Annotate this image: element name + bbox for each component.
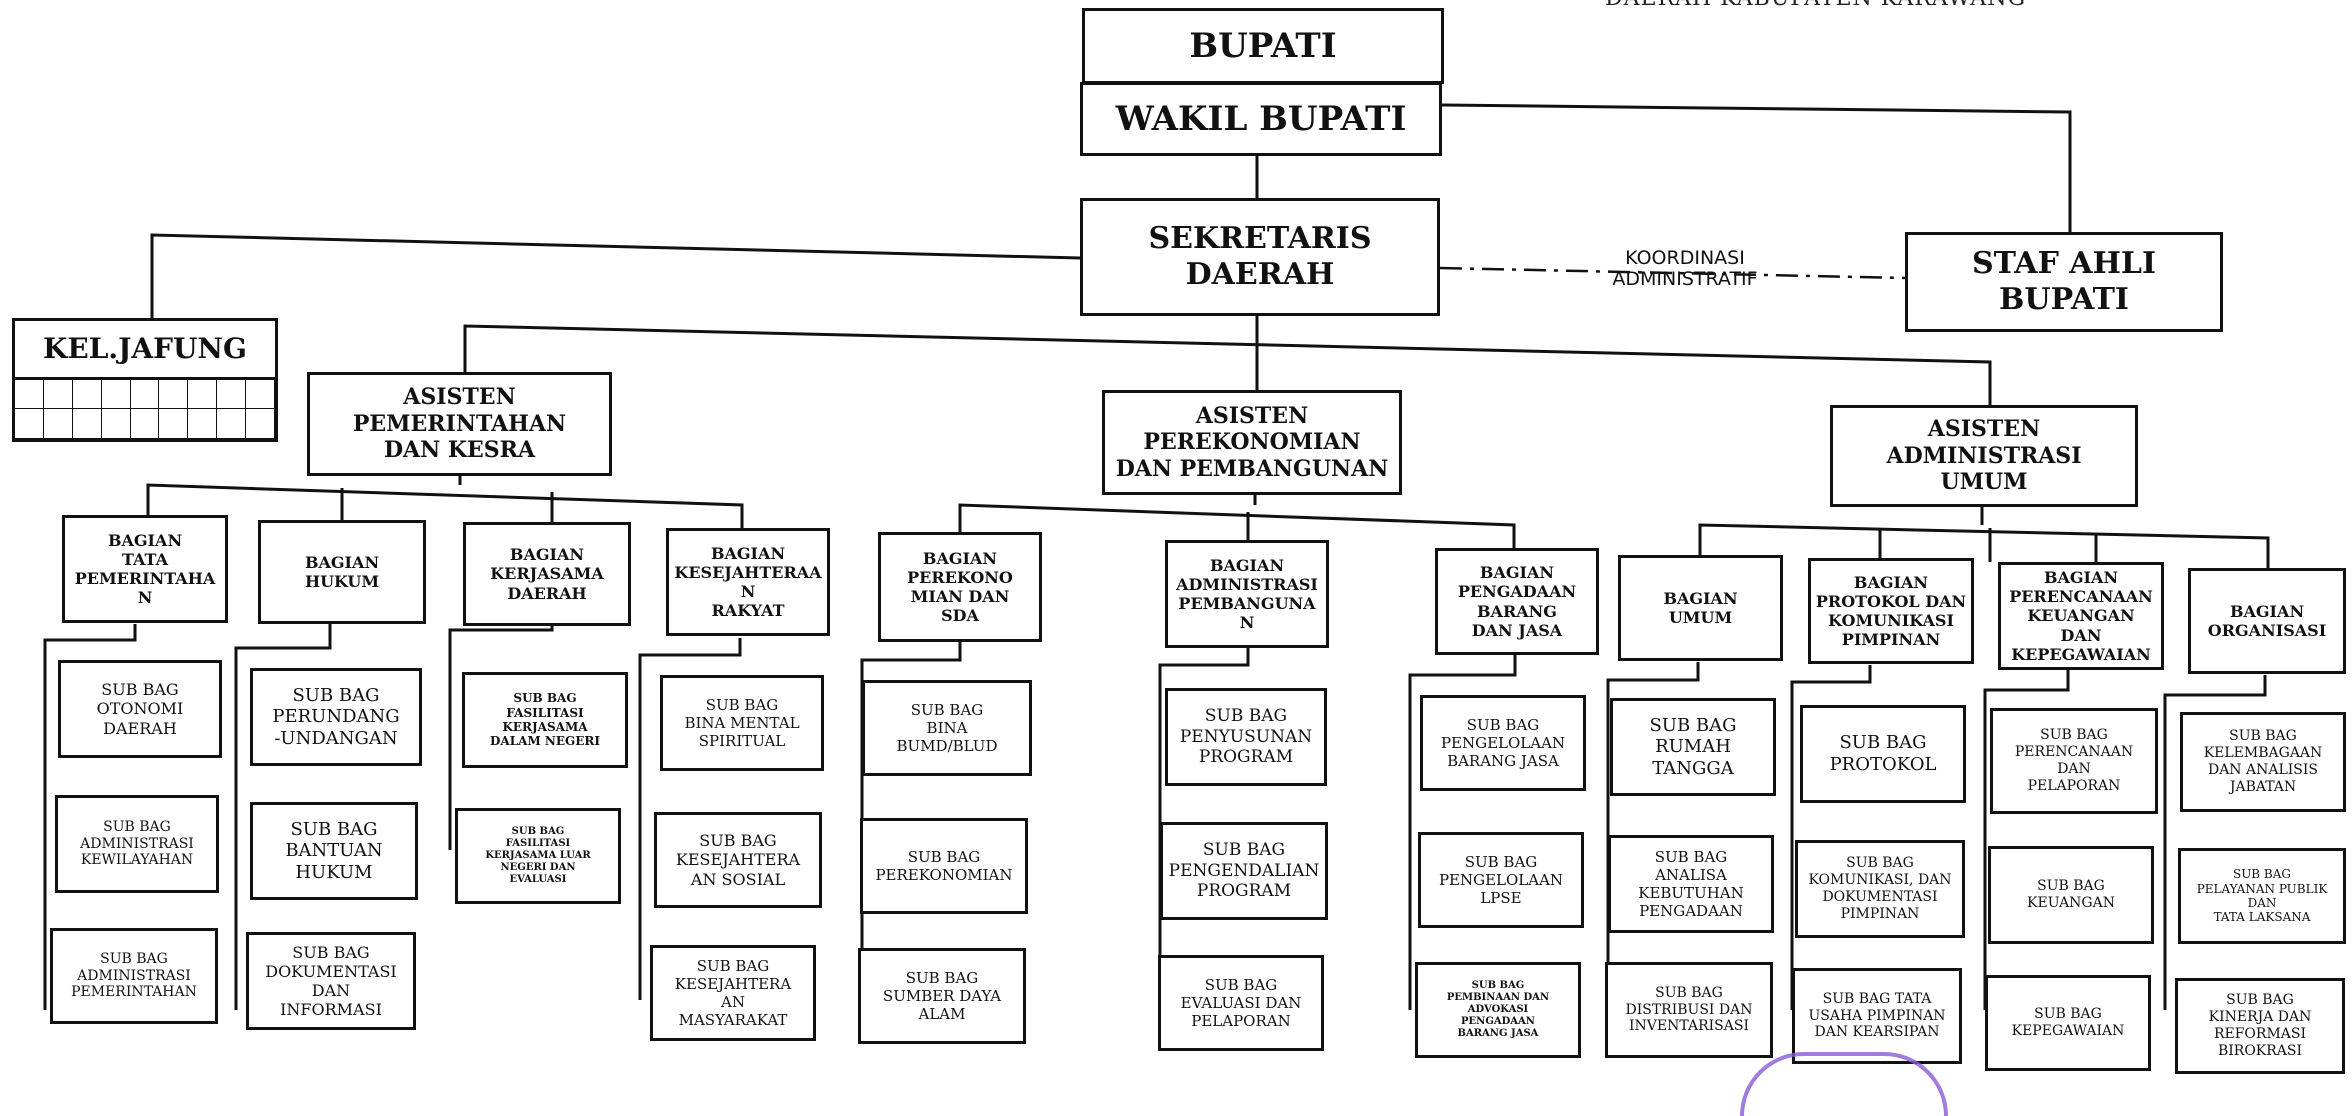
subbag-evaluasi-box: SUB BAG EVALUASI DAN PELAPORAN (1158, 955, 1324, 1051)
subbag-bina-mental-box: SUB BAG BINA MENTAL SPIRITUAL (660, 675, 824, 771)
subbag-tata-usaha-box: SUB BAG TATA USAHA PIMPINAN DAN KEARSIPA… (1792, 968, 1962, 1064)
koordinasi-label: KOORDINASI ADMINISTRATIF (1612, 247, 1758, 290)
asisten-pemerintahan-box: ASISTEN PEMERINTAHAN DAN KESRA (307, 372, 612, 476)
subbag-sumber-daya-alam-box: SUB BAG SUMBER DAYA ALAM (858, 948, 1026, 1044)
wakil-bupati-box: WAKIL BUPATI (1080, 82, 1442, 156)
jafung-grid (12, 378, 278, 442)
subbag-administrasi-pemerintahan-box: SUB BAG ADMINISTRASI PEMERINTAHAN (50, 928, 218, 1024)
subbag-otonomi-daerah-box: SUB BAG OTONOMI DAERAH (58, 660, 222, 758)
official-stamp (1740, 1052, 1948, 1116)
bagian-perekonomian-box: BAGIAN PEREKONO MIAN DAN SDA (878, 532, 1042, 642)
subbag-rumah-tangga-box: SUB BAG RUMAH TANGGA (1610, 698, 1776, 796)
subbag-distribusi-box: SUB BAG DISTRIBUSI DAN INVENTARISASI (1605, 962, 1773, 1058)
subbag-pembinaan-box: SUB BAG PEMBINAAN DAN ADVOKASI PENGADAAN… (1415, 962, 1581, 1058)
subbag-barang-jasa-box: SUB BAG PENGELOLAAN BARANG JASA (1420, 695, 1586, 791)
asisten-administrasi-box: ASISTEN ADMINISTRASI UMUM (1830, 405, 2138, 507)
bagian-perencanaan-box: BAGIAN PERENCANAAN KEUANGAN DAN KEPEGAWA… (1998, 562, 2164, 670)
header-fragment: DAERAH KABUPATEN KARAWANG (1605, 0, 2026, 11)
subbag-penyusunan-box: SUB BAG PENYUSUNAN PROGRAM (1165, 688, 1327, 786)
subbag-dokumentasi-box: SUB BAG DOKUMENTASI DAN INFORMASI (246, 932, 416, 1030)
subbag-kinerja-box: SUB BAG KINERJA DAN REFORMASI BIROKRASI (2175, 978, 2345, 1074)
subbag-protokol-box: SUB BAG PROTOKOL (1800, 705, 1966, 803)
org-chart: DAERAH KABUPATEN KARAWANG (12, 0, 2346, 1116)
subbag-kewilayahan-box: SUB BAG ADMINISTRASI KEWILAYAHAN (55, 795, 219, 893)
bagian-kesra-box: BAGIAN KESEJAHTERAAN RAKYAT (666, 528, 830, 636)
subbag-perencanaan-box: SUB BAG PERENCANAAN DAN PELAPORAN (1990, 708, 2158, 814)
subbag-fasilitasi-dn-box: SUB BAG FASILITASI KERJASAMA DALAM NEGER… (462, 672, 628, 768)
subbag-perekonomian-box: SUB BAG PEREKONOMIAN (860, 818, 1028, 914)
subbag-lpse-box: SUB BAG PENGELOLAAN LPSE (1418, 832, 1584, 928)
bagian-kerjasama-box: BAGIAN KERJASAMA DAERAH (463, 522, 631, 626)
subbag-kelembagaan-box: SUB BAG KELEMBAGAAN DAN ANALISIS JABATAN (2180, 712, 2346, 812)
subbag-bantuan-hukum-box: SUB BAG BANTUAN HUKUM (250, 802, 418, 900)
bupati-box: BUPATI (1082, 8, 1444, 84)
subbag-fasilitasi-ln-box: SUB BAG FASILITASI KERJASAMA LUAR NEGERI… (455, 808, 621, 904)
bagian-organisasi-box: BAGIAN ORGANISASI (2188, 568, 2346, 674)
jafung-box: KEL.JAFUNG (12, 318, 278, 380)
bagian-adpem-box: BAGIAN ADMINISTRASI PEMBANGUNAN (1165, 540, 1329, 648)
asisten-perekonomian-box: ASISTEN PEREKONOMIAN DAN PEMBANGUNAN (1102, 390, 1402, 495)
subbag-komunikasi-box: SUB BAG KOMUNIKASI, DAN DOKUMENTASI PIMP… (1795, 840, 1965, 938)
subbag-keuangan-box: SUB BAG KEUANGAN (1988, 846, 2154, 944)
subbag-bumd-box: SUB BAG BINA BUMD/BLUD (862, 680, 1032, 776)
bagian-pengadaan-box: BAGIAN PENGADAAN BARANG DAN JASA (1435, 548, 1599, 655)
subbag-kesejahteraan-sosial-box: SUB BAG KESEJAHTERA AN SOSIAL (654, 812, 822, 908)
subbag-analisa-box: SUB BAG ANALISA KEBUTUHAN PENGADAAN (1608, 835, 1774, 933)
bagian-tata-pemerintahan-box: BAGIAN TATA PEMERINTAHAN (62, 515, 228, 623)
subbag-pelayanan-publik-box: SUB BAG PELAYANAN PUBLIK DAN TATA LAKSAN… (2178, 848, 2346, 944)
sekda-box: SEKRETARIS DAERAH (1080, 198, 1440, 316)
staf-ahli-box: STAF AHLI BUPATI (1905, 232, 2223, 332)
subbag-kepegawaian-box: SUB BAG KEPEGAWAIAN (1985, 975, 2151, 1071)
subbag-perundangan-box: SUB BAG PERUNDANG -UNDANGAN (250, 668, 422, 766)
bagian-protokol-box: BAGIAN PROTOKOL DAN KOMUNIKASI PIMPINAN (1808, 558, 1974, 664)
subbag-kesejahteraan-masyarakat-box: SUB BAG KESEJAHTERA AN MASYARAKAT (650, 945, 816, 1041)
subbag-pengendalian-box: SUB BAG PENGENDALIAN PROGRAM (1160, 822, 1328, 920)
bagian-hukum-box: BAGIAN HUKUM (258, 520, 426, 624)
bagian-umum-box: BAGIAN UMUM (1618, 555, 1783, 661)
